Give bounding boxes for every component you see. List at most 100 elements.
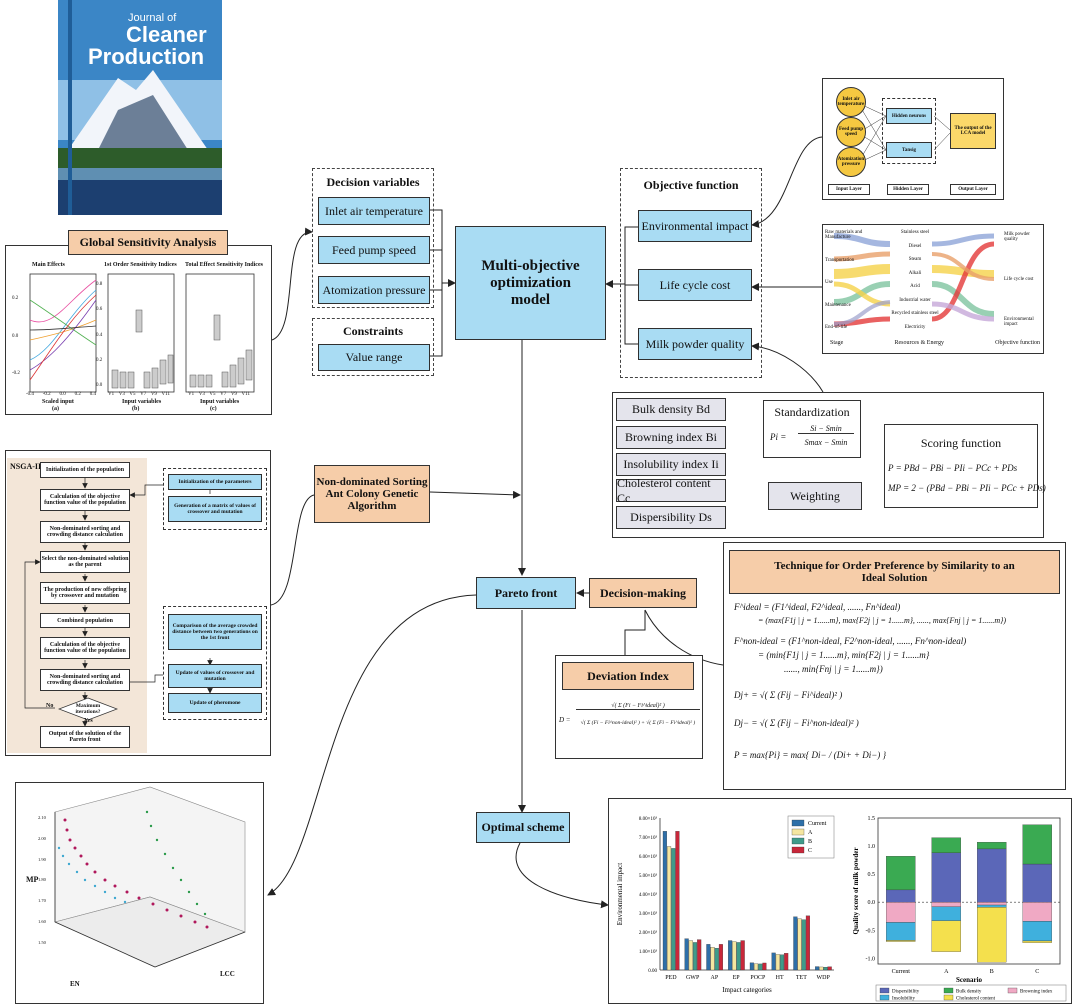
- journal-title-line3: Production: [88, 44, 205, 69]
- bar: [762, 962, 767, 971]
- sankey-axis-stage: Stage: [830, 340, 844, 346]
- deviation-title: Deviation Index: [562, 662, 694, 690]
- nsga-title: NSGA-II: [10, 462, 42, 471]
- aco-init-params: Initialization of the parameters: [168, 474, 262, 490]
- constraints-item-value-range: Value range: [318, 344, 430, 371]
- stacked-bar-segment: [886, 940, 916, 942]
- bar: [667, 846, 672, 971]
- x-tick-label: PED: [665, 975, 677, 981]
- tick: 1.90: [38, 856, 46, 862]
- decision-item-feed-pump: Feed pump speed: [318, 236, 430, 264]
- pareto-3d-plot: [54, 786, 246, 968]
- bar: [771, 952, 776, 971]
- sankey-middle-label: Alkali: [908, 270, 922, 276]
- topsis-line-2: = (max{F1j | j = 1......m}, max{F2j | j …: [758, 616, 1007, 625]
- gsa-plot1-title: Main Effects: [32, 262, 65, 268]
- tick: 0.6: [96, 307, 103, 313]
- gsa-plot2-title: 1st Order Sensitivity Indices: [104, 262, 177, 268]
- y-tick-label: 0.5: [868, 872, 876, 878]
- aco-top-group: [163, 468, 267, 530]
- x-tick-label: EP: [733, 975, 741, 981]
- tick: 2.00: [38, 835, 46, 841]
- nsga-output: Output of the solution of the Pareto fro…: [40, 726, 130, 748]
- nsga-no-label: No: [46, 703, 54, 709]
- nsga-step-1: Initialization of the population: [40, 462, 130, 478]
- tick: V7: [220, 392, 227, 397]
- aco-update-values: Update of values of crossover and mutati…: [168, 664, 262, 688]
- aco-update-pheromone: Update of pheromone: [168, 693, 262, 713]
- tick: 0.4: [89, 392, 96, 397]
- bar: [793, 916, 798, 971]
- gsa-plot2-sub: (b): [132, 406, 140, 412]
- y-tick-label: 7.00×10³: [639, 835, 658, 841]
- legend-label: Browning index: [1020, 990, 1053, 995]
- plot-frame: [877, 817, 1061, 965]
- legend-label: A: [808, 830, 813, 836]
- bar: [662, 831, 667, 971]
- bar: [718, 944, 723, 971]
- sankey-right-label: Environmental impact: [1004, 317, 1034, 327]
- standardization-title: Standardization: [774, 405, 850, 419]
- legend-swatch: [1007, 987, 1018, 994]
- y-tick-label: 1.0: [868, 844, 876, 850]
- stacked-bar-segment: [886, 922, 916, 941]
- legend-swatch: [943, 994, 954, 1001]
- decision-item-inlet-air: Inlet air temperature: [318, 197, 430, 225]
- topsis-formula-lines: F^ideal = (F1^ideal, F2^ideal, ......, F…: [734, 600, 1060, 762]
- tick: V3: [118, 392, 125, 397]
- sankey-right-label: Milk powder quality: [1004, 232, 1030, 242]
- tick: 1.70: [38, 898, 46, 904]
- x-tick-label: A: [944, 969, 949, 975]
- tick: V5: [129, 392, 136, 397]
- gsa-title: Global Sensitivity Analysis: [68, 230, 228, 255]
- objective-function-group: [620, 168, 762, 378]
- topsis-line-4: = (min{F1j | j = 1......m}, min{F2j | j …: [758, 650, 930, 660]
- tick: 0.0: [12, 333, 19, 339]
- deviation-formula-num: √( Σ (Fi − Fi^ideal)² ): [576, 703, 700, 710]
- pareto-3d-zlabel: MP: [26, 875, 39, 884]
- topsis-line-5: ......, min{Fnj | j = 1......m}): [784, 664, 883, 674]
- sankey-right-label: Life cycle cost: [1004, 277, 1034, 282]
- legend-swatch: [791, 819, 805, 827]
- ann-output-node: The output of the LCA model: [950, 113, 996, 149]
- legend-swatch: [879, 987, 890, 994]
- bar: [732, 941, 737, 971]
- deviation-formula-lhs: D =: [559, 716, 571, 724]
- standardization-formula-num: Si − Smin: [798, 424, 854, 434]
- ann-input-node: Inlet air temperature: [836, 87, 866, 117]
- gsa-plot3-title: Total Effect Sensitivity Indices: [185, 262, 263, 268]
- legend-swatch: [879, 994, 890, 1001]
- nsga-step-2: Calculation of the objective function va…: [40, 489, 130, 511]
- tick: -0.2: [42, 392, 51, 397]
- stacked-bar-segment: [886, 902, 916, 923]
- tick: V9: [150, 392, 157, 397]
- gsa-plot3-sub: (c): [210, 406, 217, 412]
- sankey-left-label: Raw materials and Manufacture: [825, 230, 863, 240]
- gsa-plot1-sub: (a): [52, 406, 59, 412]
- objective-milk-powder-quality: Milk powder quality: [638, 328, 752, 360]
- bar: [688, 940, 693, 971]
- topsis-line-3: F^non-ideal = (F1^non-ideal, F2^non-idea…: [734, 636, 967, 646]
- gsa-plot3-xlabel: Input variables: [200, 399, 240, 405]
- gsa-plot1-xticks: -0.4 -0.2 0.0 0.2 0.4: [26, 392, 96, 397]
- gsa-plot3-xticks: V1 V3 V5 V7 V9 V11: [188, 392, 250, 397]
- aco-generate-matrix: Generation of a matrix of values of cros…: [168, 496, 262, 522]
- legend-label: C: [808, 848, 812, 854]
- legend-swatch: [791, 846, 805, 854]
- sankey-left-labels: Raw materials and Manufacture Transporta…: [825, 230, 867, 330]
- tick: V9: [230, 392, 237, 397]
- y-tick-label: -0.5: [866, 928, 876, 934]
- sankey-right-labels: Milk powder quality Life cycle cost Envi…: [1004, 232, 1042, 327]
- legend-label: B: [808, 839, 812, 845]
- topsis-line-1: F^ideal = (F1^ideal, F2^ideal, ......, F…: [734, 602, 901, 612]
- sankey-flows: [833, 233, 995, 327]
- decision-variables-group: [312, 168, 434, 308]
- sankey-middle-label: Recycled stainless steel: [891, 311, 939, 317]
- y-tick-label: 2.00×10³: [639, 930, 658, 936]
- bar: [779, 954, 785, 971]
- scoring-function-box: [884, 424, 1038, 508]
- gsa-plot2-xlabel: Input variables: [122, 399, 162, 405]
- objective-env-impact: Environmental impact: [638, 210, 752, 242]
- x-tick-label: GWP: [686, 975, 700, 981]
